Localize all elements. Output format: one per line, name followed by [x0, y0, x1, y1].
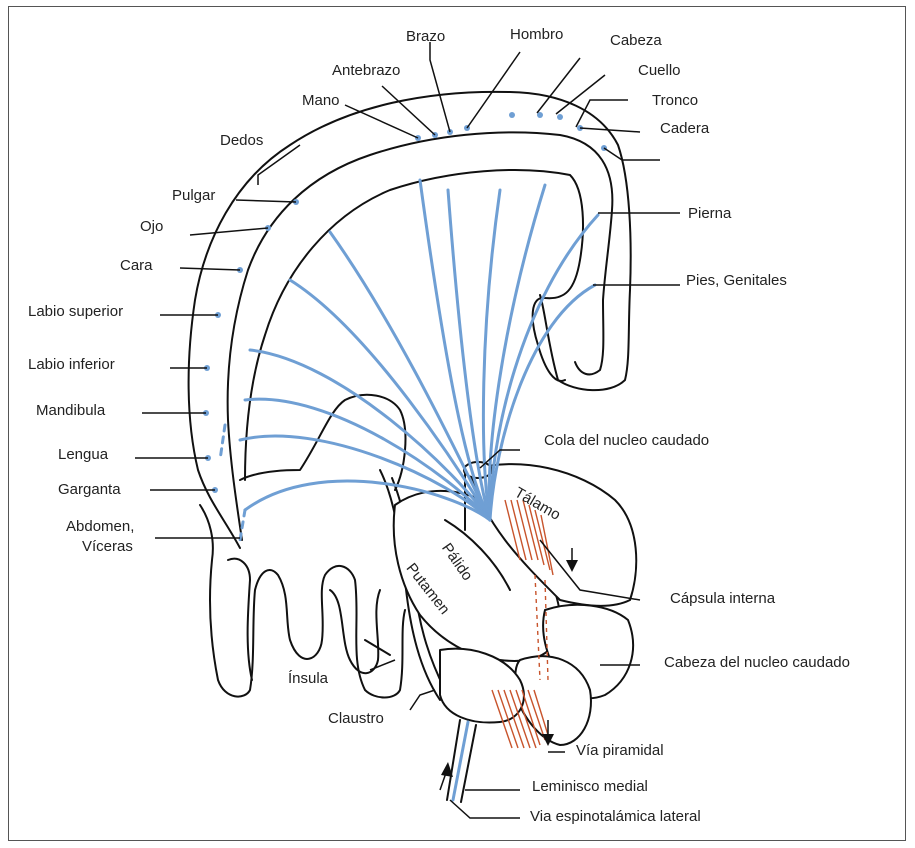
- label-leminisco: Leminisco medial: [532, 778, 648, 796]
- label-labio-inferior: Labio inferior: [28, 356, 115, 374]
- label-cara: Cara: [120, 257, 153, 275]
- label-ojo: Ojo: [140, 218, 163, 236]
- label-garganta: Garganta: [58, 481, 121, 499]
- insula-folds: [330, 590, 380, 673]
- label-pies-genitales: Pies, Genitales: [686, 272, 787, 290]
- label-capsula: Cápsula interna: [670, 590, 775, 608]
- label-via-espino: Via espinotalámica lateral: [530, 808, 701, 826]
- label-hombro: Hombro: [510, 26, 563, 44]
- label-tronco: Tronco: [652, 92, 698, 110]
- label-mandibula: Mandibula: [36, 402, 105, 420]
- label-cuello: Cuello: [638, 62, 681, 80]
- label-pierna: Pierna: [688, 205, 731, 223]
- leminisco-fiber: [453, 722, 468, 800]
- label-cabeza: Cabeza: [610, 32, 662, 50]
- label-abdomen-1: Abdomen,: [66, 518, 134, 536]
- label-dedos: Dedos: [220, 132, 263, 150]
- label-insula: Ínsula: [288, 670, 328, 688]
- label-labio-superior: Labio superior: [28, 303, 123, 321]
- label-cabeza-nucleo: Cabeza del nucleo caudado: [664, 654, 850, 672]
- leader-lines: [135, 42, 680, 818]
- label-lengua: Lengua: [58, 446, 108, 464]
- brainstem-left: [447, 720, 460, 800]
- label-cola-nucleo: Cola del nucleo caudado: [544, 432, 709, 450]
- label-cadera: Cadera: [660, 120, 709, 138]
- label-abdomen-2: Víceras: [82, 538, 133, 556]
- inner-loop: [245, 170, 583, 480]
- label-mano: Mano: [302, 92, 340, 110]
- temporal-inner: [228, 559, 252, 680]
- label-pulgar: Pulgar: [172, 187, 215, 205]
- label-via-piramidal: Vía piramidal: [576, 742, 664, 760]
- label-claustro: Claustro: [328, 710, 384, 728]
- label-brazo: Brazo: [406, 28, 445, 46]
- label-antebrazo: Antebrazo: [332, 62, 400, 80]
